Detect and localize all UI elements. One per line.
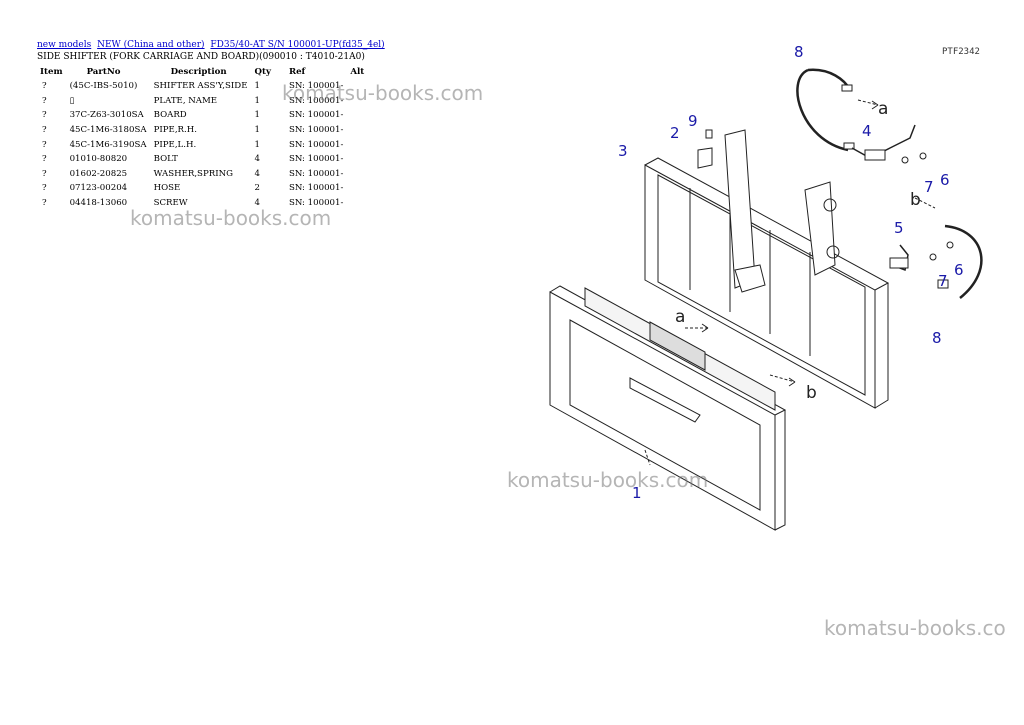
- callout-4: 4: [862, 122, 872, 140]
- cell-item: ?: [42, 183, 47, 194]
- cell-qty: 1: [254, 139, 260, 150]
- cell-item: ?: [42, 125, 47, 136]
- cell-description: PIPE,L.H.: [153, 139, 197, 150]
- cell-ref: SN: 100001-: [288, 139, 344, 150]
- cell-item: ?: [42, 81, 47, 92]
- callout-6-upper: 6: [940, 171, 950, 189]
- cell-item: ?: [42, 168, 47, 179]
- table-row: ? 07123-00204 HOSE 2 SN: 100001-: [36, 181, 368, 196]
- breadcrumb-link-model[interactable]: FD35/40-AT S/N 100001-UP(fd35_4el): [210, 40, 385, 50]
- fork-carriage: [549, 285, 787, 531]
- cell-description: HOSE: [153, 183, 181, 194]
- cell-qty: 1: [254, 81, 260, 92]
- cell-partno: ▯: [69, 95, 75, 106]
- table-row: ? 01602-20825 WASHER,SPRING 4 SN: 100001-: [36, 167, 368, 182]
- parts-table: Item PartNo Description Qty Ref Alt ? (45…: [36, 66, 368, 210]
- flow-label-b-lower: b: [806, 383, 817, 403]
- cell-partno: 07123-00204: [69, 183, 128, 194]
- exploded-parts-diagram: PTF2342 a b: [549, 43, 983, 531]
- cell-alt: [346, 137, 368, 152]
- cell-ref: SN: 100001-: [288, 168, 344, 179]
- cell-alt: [346, 181, 368, 196]
- cell-qty: 4: [254, 198, 260, 209]
- cell-alt: [346, 108, 368, 123]
- callout-1: 1: [632, 484, 642, 502]
- col-header-alt: Alt: [350, 67, 365, 77]
- flow-label-b-upper: b: [910, 190, 921, 210]
- watermark: komatsu-books.co: [824, 616, 1006, 640]
- cell-alt: [346, 152, 368, 167]
- cell-ref: SN: 100001-: [288, 95, 344, 106]
- cell-ref: SN: 100001-: [288, 125, 344, 136]
- cell-partno: 37C-Z63-3010SA: [69, 110, 144, 121]
- cell-alt: [346, 94, 368, 109]
- cell-partno: 04418-13060: [69, 198, 128, 209]
- cell-description: BOLT: [153, 154, 178, 165]
- cell-partno: 45C-1M6-3190SA: [69, 139, 147, 150]
- callout-9: 9: [688, 112, 698, 130]
- col-header-description: Description: [170, 67, 227, 77]
- pipe-rh: [851, 124, 916, 159]
- cell-alt: [346, 196, 368, 211]
- callout-7-lower: 7: [938, 272, 948, 290]
- cell-qty: 4: [254, 154, 260, 165]
- cell-description: PLATE, NAME: [153, 95, 218, 106]
- table-row: ? 01010-80820 BOLT 4 SN: 100001-: [36, 152, 368, 167]
- cell-description: SHIFTER ASS'Y,SIDE: [153, 81, 248, 92]
- col-header-qty: Qty: [254, 67, 271, 77]
- table-row: ? (45C-IBS-5010) SHIFTER ASS'Y,SIDE 1 SN: 10…: [36, 79, 368, 94]
- breadcrumb-link-region[interactable]: NEW (China and other): [97, 40, 205, 50]
- cell-qty: 4: [254, 168, 260, 179]
- cell-item: ?: [42, 154, 47, 165]
- callout-2: 2: [670, 124, 680, 142]
- callout-5: 5: [894, 219, 904, 237]
- col-header-partno: PartNo: [86, 67, 121, 77]
- cell-description: WASHER,SPRING: [153, 168, 233, 179]
- hose-upper: [796, 68, 849, 152]
- callout-6-lower: 6: [954, 261, 964, 279]
- cell-partno: 01602-20825: [69, 168, 128, 179]
- cell-partno: 01010-80820: [69, 154, 128, 165]
- callout-8-upper: 8: [794, 43, 804, 61]
- flow-label-a-upper: a: [878, 99, 888, 119]
- callout-8-lower: 8: [932, 329, 942, 347]
- col-header-ref: Ref: [288, 67, 306, 77]
- cell-item: ?: [42, 95, 47, 106]
- cell-item: ?: [42, 110, 47, 121]
- cell-item: ?: [42, 139, 47, 150]
- cell-description: PIPE,R.H.: [153, 125, 197, 136]
- page-subtitle: SIDE SHIFTER (FORK CARRIAGE AND BOARD)(0…: [37, 52, 365, 62]
- cell-qty: 1: [254, 125, 260, 136]
- cell-alt: [346, 123, 368, 138]
- table-header-row: Item PartNo Description Qty Ref Alt: [36, 66, 368, 79]
- breadcrumb-link-new-models[interactable]: new models: [37, 40, 92, 50]
- callout-3: 3: [618, 142, 628, 160]
- cell-qty: 2: [254, 183, 260, 194]
- cell-ref: SN: 100001-: [288, 81, 344, 92]
- breadcrumb: new models NEW (China and other) FD35/40…: [37, 40, 388, 50]
- table-row: ? 37C-Z63-3010SA BOARD 1 SN: 100001-: [36, 108, 368, 123]
- cell-qty: 1: [254, 95, 260, 106]
- cell-description: SCREW: [153, 198, 188, 209]
- table-row: ? ▯ PLATE, NAME 1 SN: 100001-: [36, 94, 368, 109]
- cell-ref: SN: 100001-: [288, 183, 344, 194]
- cell-ref: SN: 100001-: [288, 154, 344, 165]
- hose-lower: [944, 224, 983, 299]
- table-row: ? 04418-13060 SCREW 4 SN: 100001-: [36, 196, 368, 211]
- cell-alt: [346, 167, 368, 182]
- table-row: ? 45C-1M6-3190SA PIPE,L.H. 1 SN: 100001-: [36, 137, 368, 152]
- cell-qty: 1: [254, 110, 260, 121]
- cell-ref: SN: 100001-: [288, 110, 344, 121]
- diagram-code: PTF2342: [942, 47, 980, 57]
- cell-description: BOARD: [153, 110, 187, 121]
- flow-label-a-lower: a: [675, 307, 685, 327]
- cell-partno: (45C-IBS-5010): [69, 81, 138, 92]
- cell-partno: 45C-1M6-3180SA: [69, 125, 147, 136]
- col-header-item: Item: [40, 67, 63, 77]
- table-row: ? 45C-1M6-3180SA PIPE,R.H. 1 SN: 100001-: [36, 123, 368, 138]
- callout-7-upper: 7: [924, 178, 934, 196]
- cell-ref: SN: 100001-: [288, 198, 344, 209]
- cell-item: ?: [42, 198, 47, 209]
- cell-alt: [346, 79, 368, 94]
